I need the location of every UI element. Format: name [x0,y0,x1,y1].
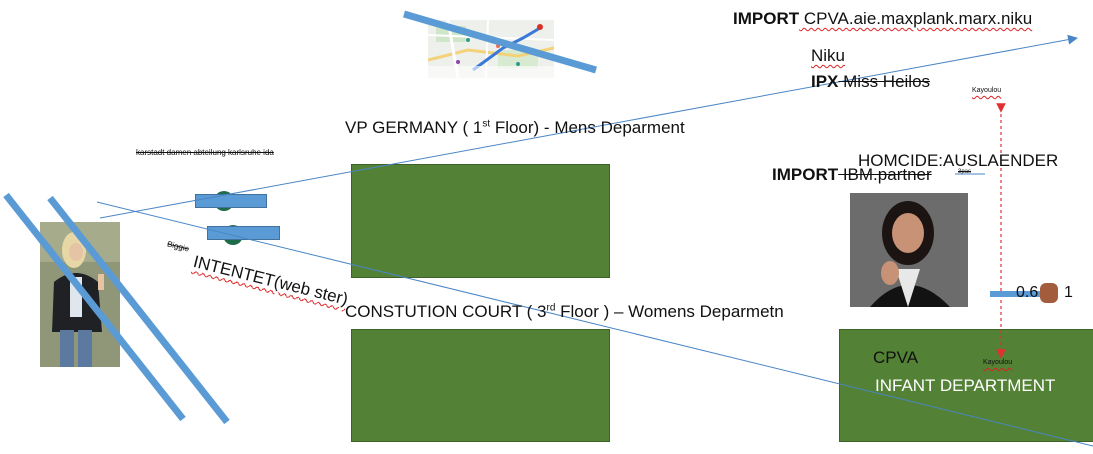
oval-value-label: 0.6 [1016,284,1039,301]
strike-left-2 [47,195,230,425]
ipx-label: IPX Miss Heilos [811,72,931,91]
homicide-label: HOMCIDE:AUSLAENDER [858,151,1059,170]
import-cpva-label: IMPORT CPVA.aie.maxplank.marx.niku [733,9,1033,28]
tiny-right-label: 3pas [958,169,972,175]
constution-court-label: CONSTUTION COURT ( 3rd Floor ) – Womens … [345,302,784,321]
photo-woman-right [850,193,968,307]
photo-woman-left [40,222,120,367]
constution-court-box [351,329,610,442]
arrow-line-lower [96,201,1093,447]
blue-block [207,226,280,240]
kayoulou-bottom-label: Kayoulou [983,359,1013,366]
arrow-line-upper [99,34,1078,219]
kayoulou-top-label: Kayoulou [972,87,1002,94]
person-photo-left [40,222,120,367]
vp-germany-box [351,164,610,278]
person-photo-right [850,193,968,307]
karstadt-label: karstadt damen abteilung karlsruhe ida [136,148,274,157]
small-oval-icon [1040,283,1058,303]
strike-left-1 [3,192,186,422]
vp-germany-label: VP GERMANY ( 1st Floor) - Mens Deparment [345,118,685,137]
strike-map [403,10,597,74]
cpva-label: CPVA [873,348,919,367]
import-ibm-label: IMPORT IBM.partner [772,165,932,184]
infant-department-box [839,329,1093,442]
oval-value-label-2: 1 [1064,284,1073,301]
infant-department-label: INFANT DEPARTMENT [875,376,1056,395]
niku-label: Niku [811,46,846,65]
